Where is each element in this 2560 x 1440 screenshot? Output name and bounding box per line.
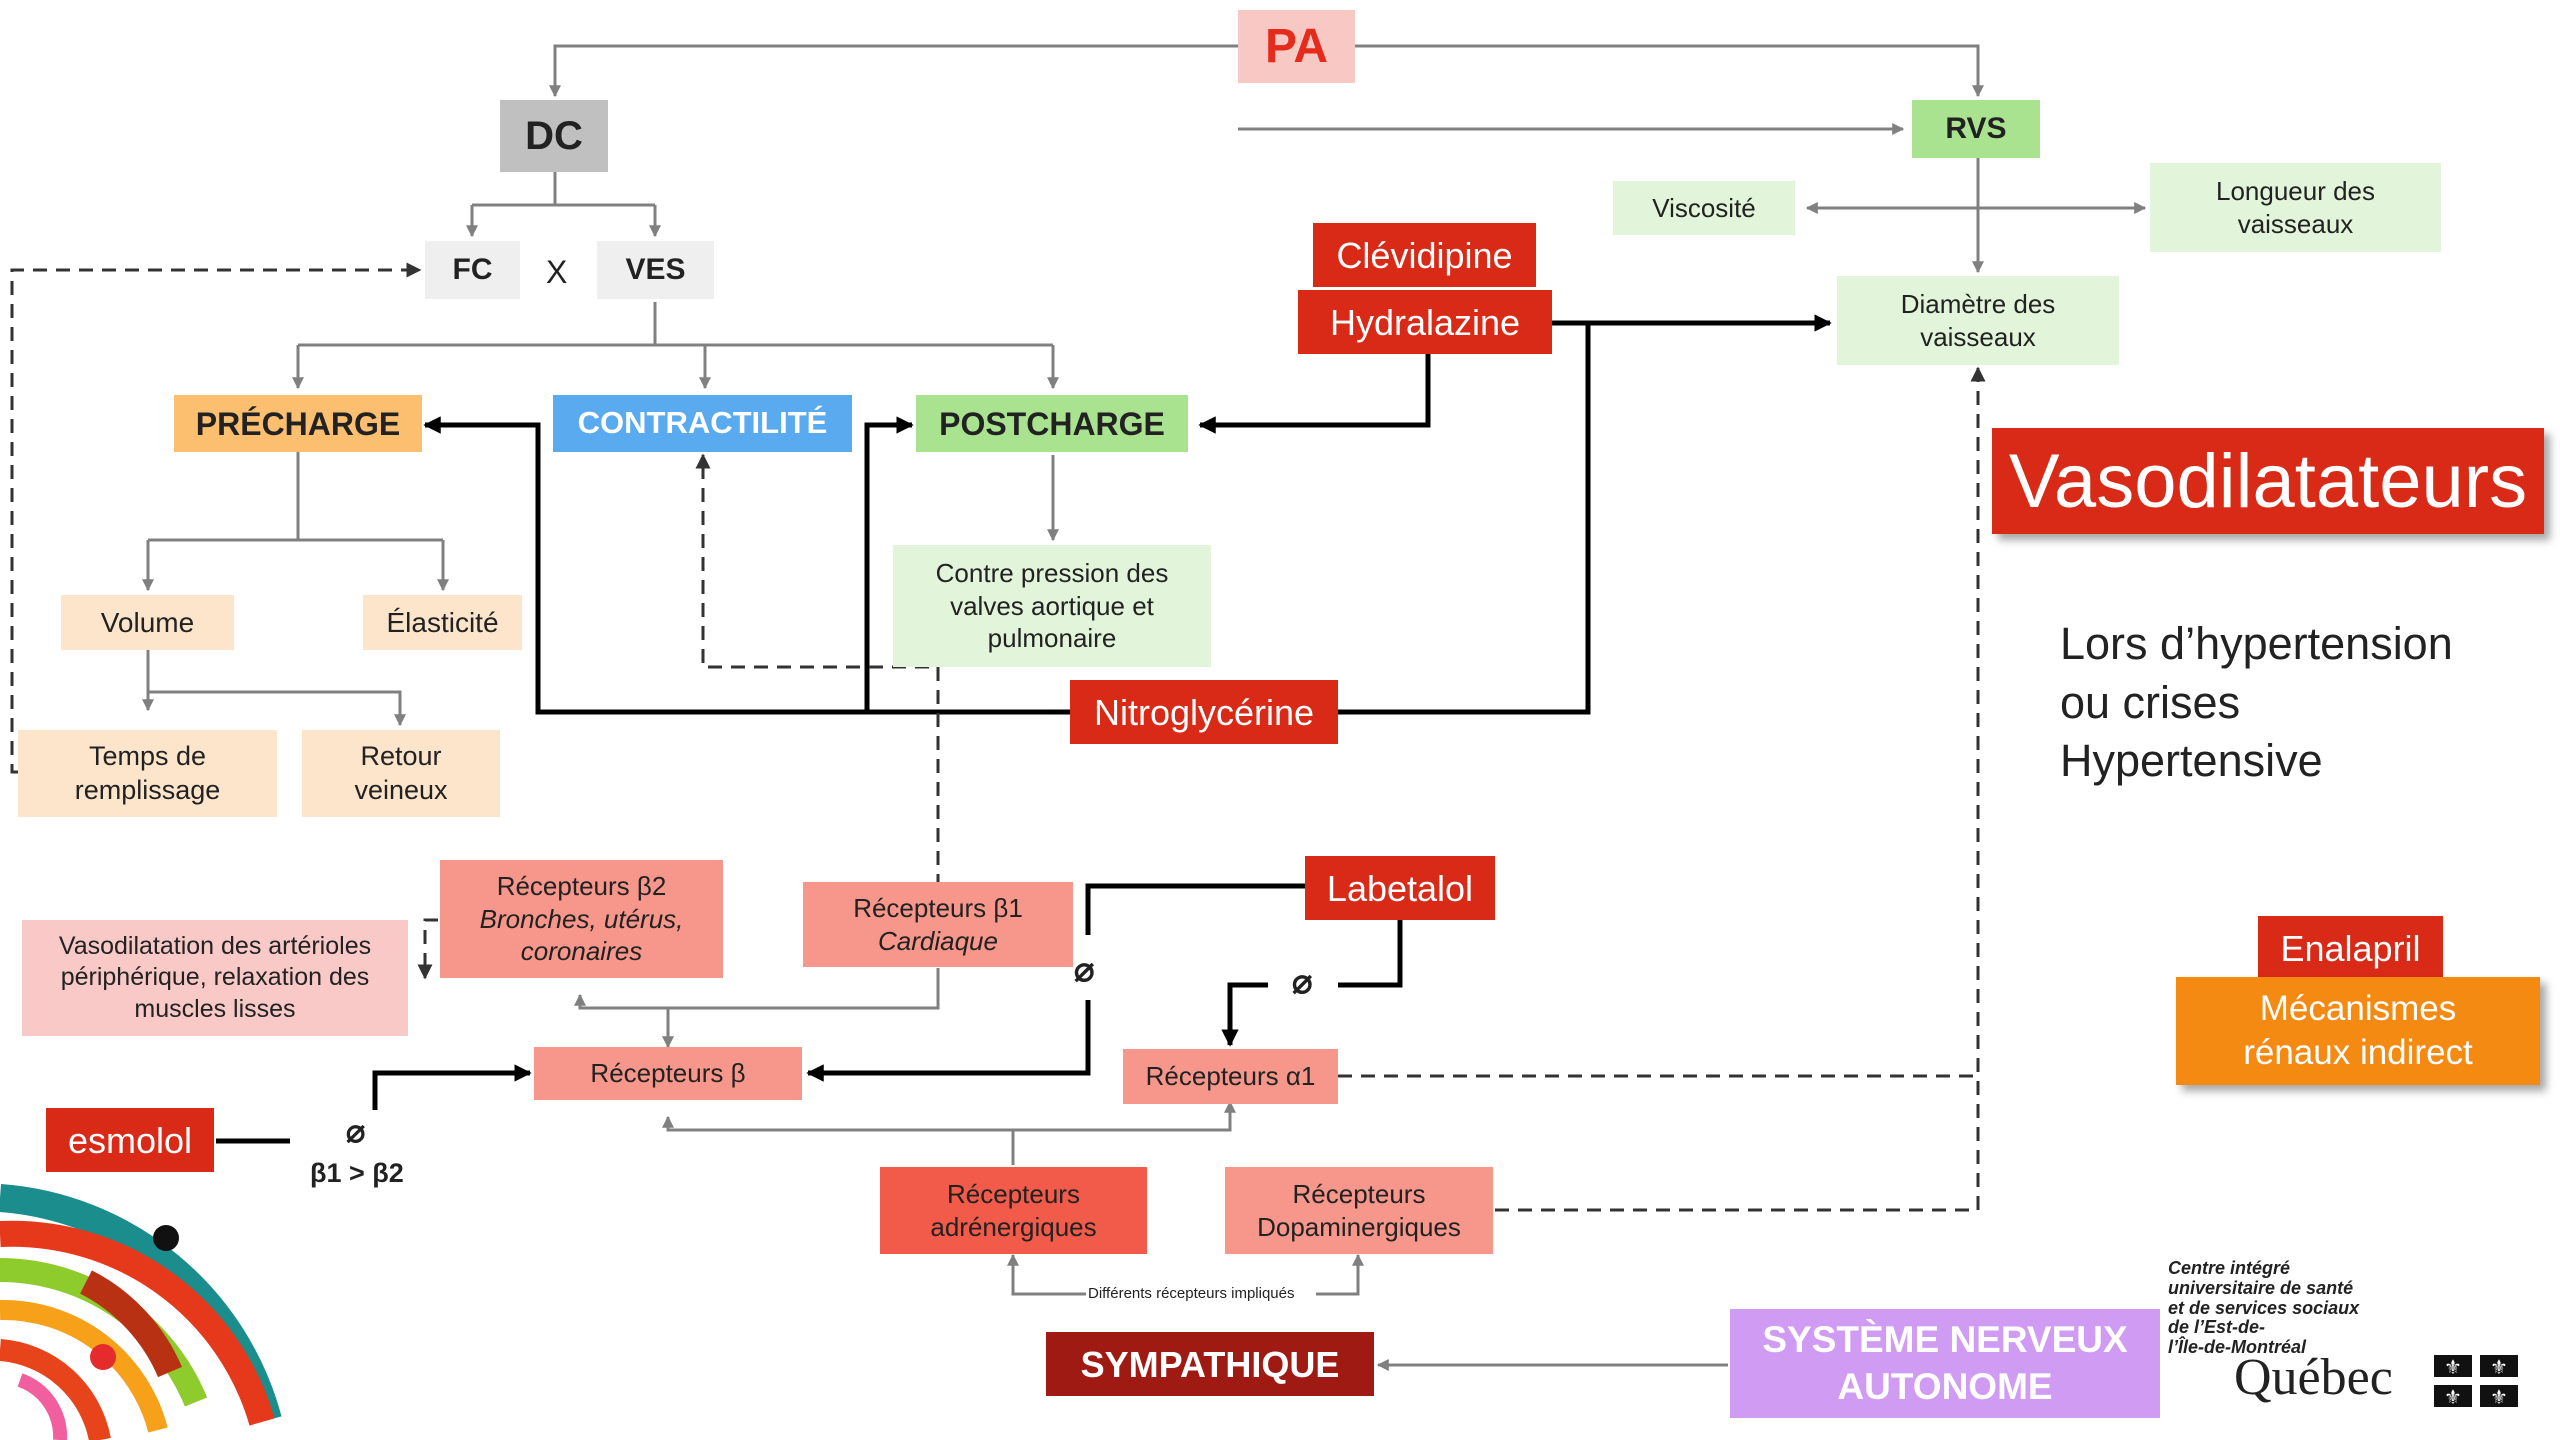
systeme-nerveux-autonome-node: SYSTÈME NERVEUX AUTONOME [1730, 1309, 2160, 1418]
viscosite-node: Viscosité [1613, 181, 1795, 235]
svg-text:⚜: ⚜ [2490, 1355, 2508, 1379]
contre-pression-node: Contre pression des valves aortique et p… [893, 545, 1211, 667]
recepteurs-dopaminergiques-node: Récepteurs Dopaminergiques [1225, 1167, 1493, 1254]
esmolol-drug: esmolol [46, 1108, 214, 1172]
clevidipine-drug: Clévidipine [1313, 223, 1536, 287]
sympathique-node: SYMPATHIQUE [1046, 1332, 1374, 1396]
pa-node: PA [1238, 10, 1355, 83]
precharge-node: PRÉCHARGE [174, 395, 422, 452]
recepteurs-alpha1-node: Récepteurs α1 [1123, 1049, 1338, 1104]
block-symbol-esmolol: ⌀ [346, 1113, 366, 1149]
retour-veineux-node: Retour veineux [302, 730, 500, 817]
recepteurs-beta-node: Récepteurs β [534, 1047, 802, 1100]
beta1-greater-beta2-label: β1 > β2 [310, 1158, 404, 1188]
hypertension-context-text: Lors d’hypertension ou crises Hypertensi… [2060, 618, 2453, 786]
contractilite-node: CONTRACTILITÉ [553, 395, 852, 452]
labetalol-drug: Labetalol [1305, 856, 1495, 920]
quebec-flag-icon: ⚜ ⚜ ⚜ ⚜ [2434, 1355, 2518, 1409]
svg-text:⚜: ⚜ [2444, 1355, 2462, 1379]
hydralazine-drug: Hydralazine [1298, 290, 1552, 354]
recepteurs-beta2-title: Récepteurs β2 [496, 871, 667, 902]
svg-text:⚜: ⚜ [2444, 1385, 2462, 1409]
elasticite-node: Élasticité [363, 595, 522, 650]
decorative-logo-arcs [0, 1184, 282, 1440]
block-symbol-alpha1: ⌀ [1292, 963, 1313, 1001]
recepteurs-beta1-sub: Cardiaque [878, 925, 998, 956]
temps-remplissage-node: Temps de remplissage [18, 730, 277, 817]
vasodilatation-arterioles-node: Vasodilatation des artérioles périphériq… [22, 920, 408, 1036]
block-symbol-beta1: ⌀ [1074, 951, 1095, 989]
black-connectors [216, 306, 1832, 1144]
recepteurs-beta2-node: Récepteurs β2 Bronches, utérus, coronair… [440, 860, 723, 978]
ciusss-logo-text: Centre intégré universitaire de santé et… [2168, 1258, 2360, 1358]
enalapril-drug: Enalapril [2258, 916, 2443, 980]
mecanismes-renaux-node: Mécanismes rénaux indirect [2176, 977, 2540, 1085]
ves-node: VES [597, 241, 714, 299]
gray-connectors [142, 44, 2147, 1371]
recepteurs-adrenergiques-node: Récepteurs adrénergiques [880, 1167, 1147, 1254]
multiply-sign: X [546, 254, 568, 290]
nitroglycerine-drug: Nitroglycérine [1070, 680, 1338, 744]
differents-recepteurs-label: Différents récepteurs impliqués [1088, 1285, 1295, 1302]
rvs-node: RVS [1912, 100, 2040, 158]
dashed-connectors [10, 262, 1986, 1212]
fc-node: FC [425, 241, 520, 299]
postcharge-node: POSTCHARGE [916, 395, 1188, 452]
volume-node: Volume [61, 595, 234, 650]
recepteurs-beta1-node: Récepteurs β1 Cardiaque [803, 882, 1073, 967]
recepteurs-beta1-title: Récepteurs β1 [853, 893, 1023, 923]
vasodilatateurs-title: Vasodilatateurs [1992, 428, 2544, 534]
quebec-wordmark: Québec [2234, 1349, 2393, 1406]
recepteurs-beta2-sub: Bronches, utérus, coronaires [479, 903, 684, 967]
diametre-vaisseaux-node: Diamètre des vaisseaux [1837, 276, 2119, 365]
longueur-vaisseaux-node: Longueur des vaisseaux [2150, 163, 2441, 252]
dc-node: DC [500, 100, 608, 172]
svg-text:⚜: ⚜ [2490, 1385, 2508, 1409]
